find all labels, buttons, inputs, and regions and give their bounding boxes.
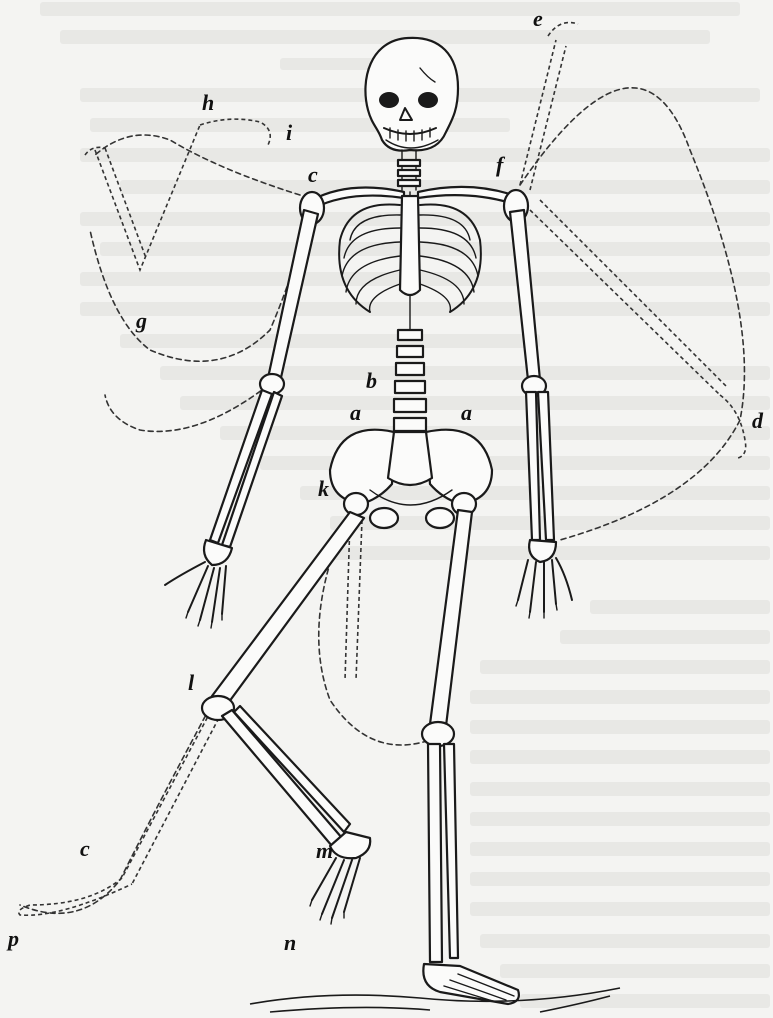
label-e: e bbox=[533, 6, 543, 31]
label-h: h bbox=[202, 90, 214, 115]
right-leg bbox=[422, 493, 519, 1004]
label-b: b bbox=[366, 368, 377, 393]
left-arm bbox=[165, 210, 318, 628]
label-k: k bbox=[318, 476, 329, 501]
label-d: d bbox=[752, 408, 764, 433]
label-g: g bbox=[135, 308, 147, 333]
label-p: p bbox=[6, 926, 19, 951]
label-a-right: a bbox=[461, 400, 472, 425]
label-i: i bbox=[286, 120, 293, 145]
label-n: n bbox=[284, 930, 296, 955]
right-arm bbox=[510, 210, 572, 618]
rib-cage bbox=[339, 196, 481, 312]
skull bbox=[365, 38, 458, 151]
label-c-ankle: c bbox=[80, 836, 90, 861]
label-f: f bbox=[496, 152, 506, 177]
label-l: l bbox=[188, 670, 195, 695]
label-a-left: a bbox=[350, 400, 361, 425]
ground-line bbox=[250, 988, 620, 1012]
label-c-shoulder: c bbox=[308, 162, 318, 187]
label-m: m bbox=[316, 838, 333, 863]
